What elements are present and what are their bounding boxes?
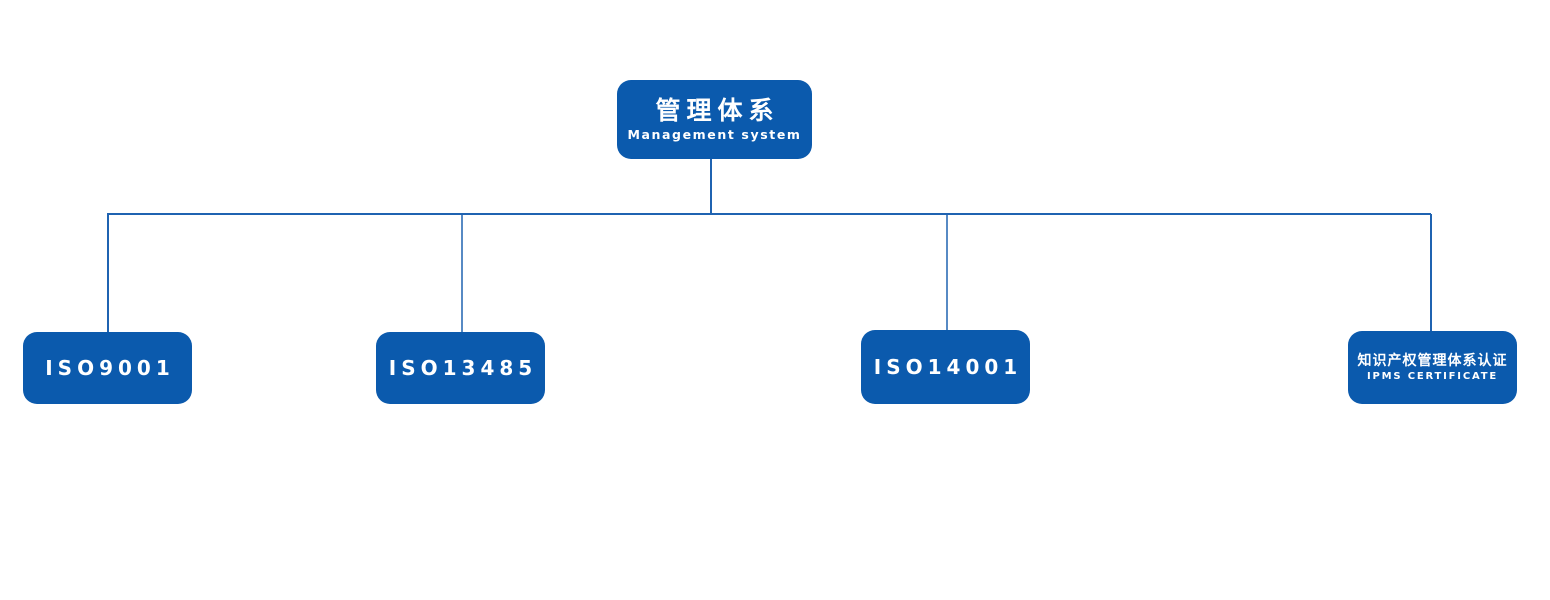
node-iso9001: ISO9001	[23, 332, 192, 404]
node-subtitle: IPMS CERTIFICATE	[1367, 370, 1498, 382]
root-title: 管理体系	[655, 96, 780, 125]
node-iso13485: ISO13485	[376, 332, 545, 404]
node-ipms-certificate: 知识产权管理体系认证 IPMS CERTIFICATE	[1348, 331, 1517, 404]
root-node-management-system: 管理体系 Management system	[617, 80, 812, 159]
node-iso14001: ISO14001	[861, 330, 1030, 404]
node-label: ISO9001	[45, 356, 175, 380]
root-subtitle: Management system	[627, 127, 802, 142]
node-title: 知识产权管理体系认证	[1357, 352, 1508, 369]
node-label: ISO14001	[873, 355, 1023, 379]
node-label: ISO13485	[388, 356, 538, 380]
